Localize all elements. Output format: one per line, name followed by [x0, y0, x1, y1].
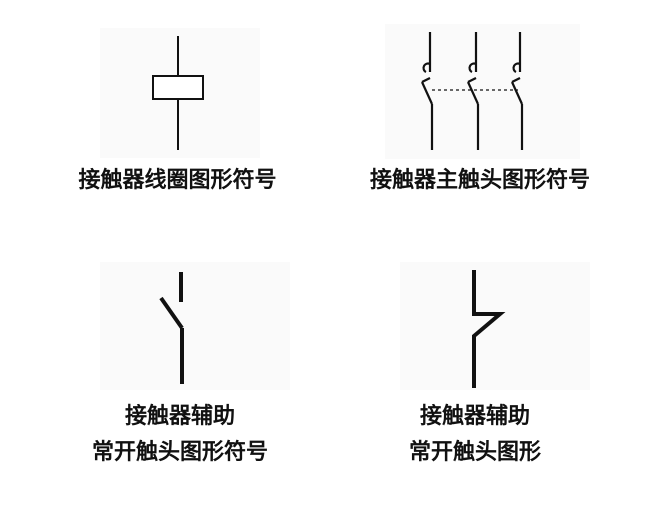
caption-aux-nc-line2: 常开触头图形 — [408, 440, 541, 465]
coil-box — [152, 75, 204, 100]
main-contact-panel — [385, 24, 580, 159]
aux-no-panel — [100, 262, 290, 390]
aux-nc-panel — [400, 262, 590, 390]
caption-main-contact: 接触器主触头图形符号 — [369, 168, 590, 193]
caption-coil: 接触器线圈图形符号 — [78, 168, 277, 193]
aux-no-contact-symbol — [159, 272, 184, 384]
aux-nc-contact-symbol — [472, 270, 506, 388]
caption-aux-no-line1: 接触器辅助 — [124, 404, 235, 429]
main-pole-3 — [510, 32, 524, 150]
caption-aux-nc-line1: 接触器辅助 — [419, 404, 530, 429]
aux-no-blade — [159, 296, 184, 330]
main-contact-symbol — [420, 32, 524, 150]
main-pole-1 — [420, 32, 434, 150]
main-pole-2 — [466, 32, 480, 150]
caption-aux-no-line2: 常开触头图形符号 — [91, 440, 268, 465]
aux-nc-contact-path — [472, 270, 506, 388]
coil-symbol — [152, 36, 204, 150]
